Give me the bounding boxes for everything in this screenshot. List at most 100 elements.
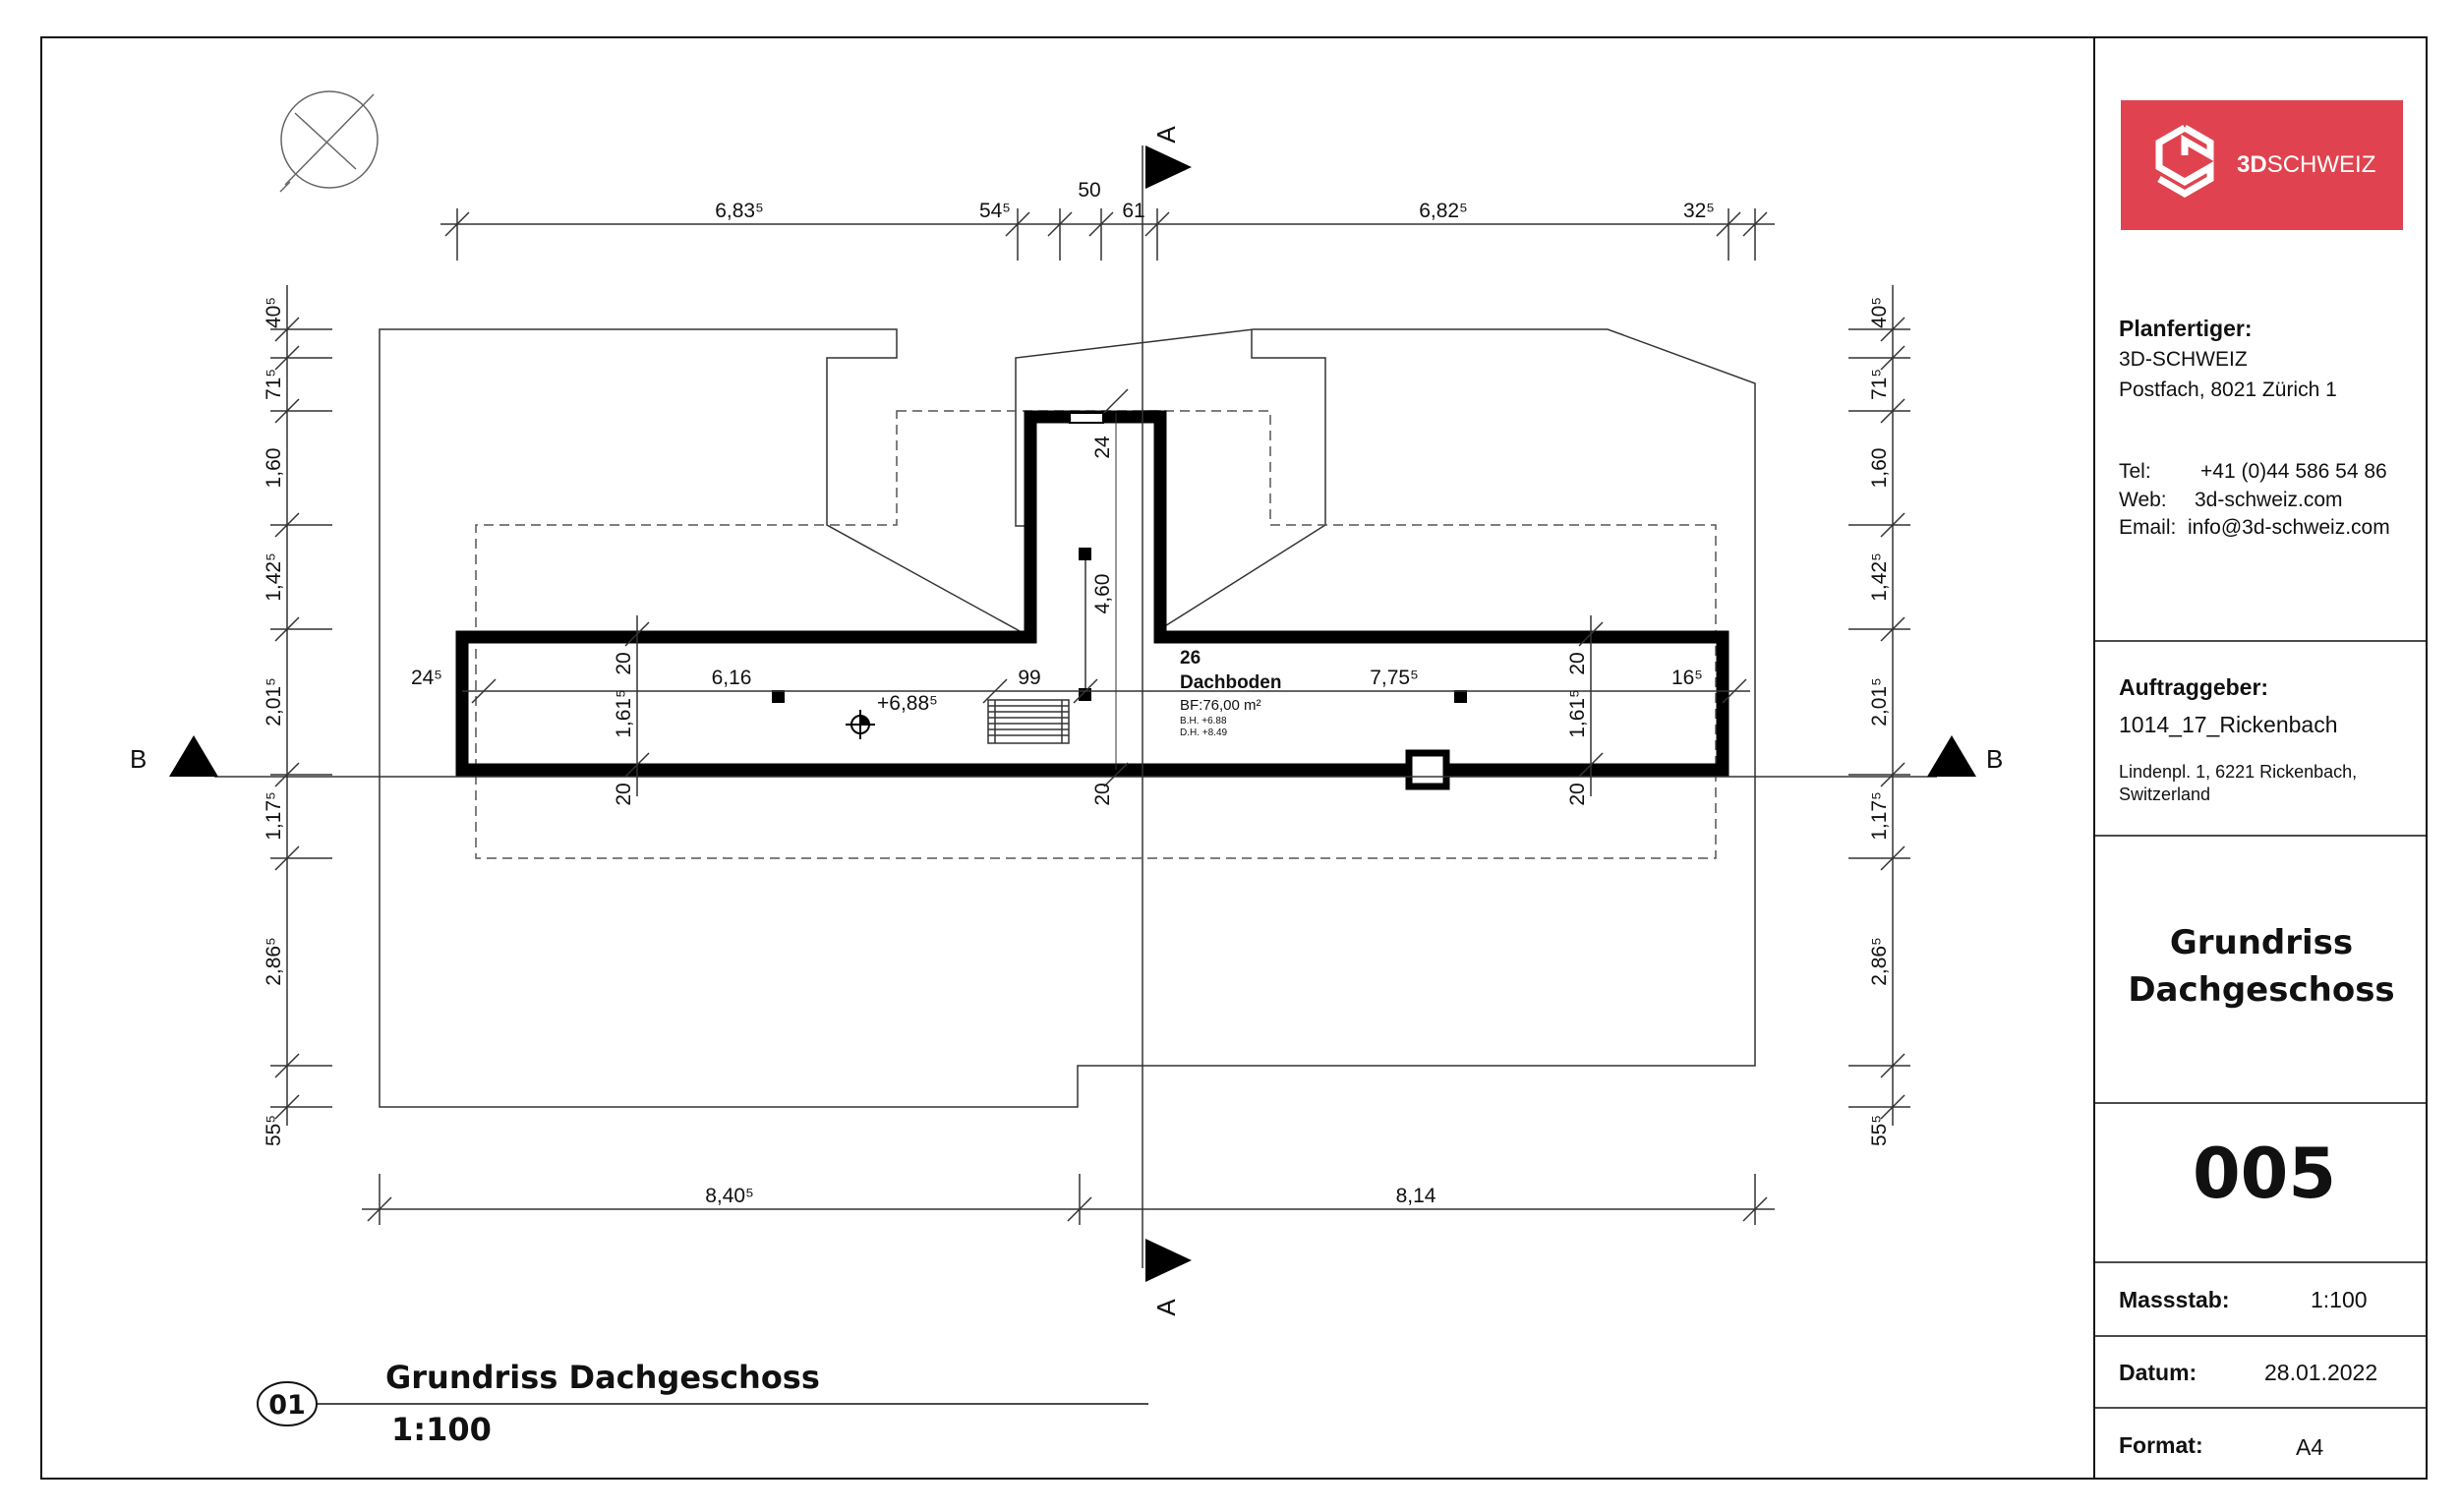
date-label: Datum: [2119, 1360, 2197, 1385]
dim-top-6: 32⁵ [1683, 200, 1715, 222]
dim-top-5: 6,82⁵ [1419, 200, 1468, 222]
dim-right-7: 2,86⁵ [1868, 937, 1891, 986]
sheet-border [40, 36, 2428, 1480]
dim-bottom-1: 8,40⁵ [705, 1185, 754, 1207]
north-arrow-icon [279, 90, 379, 193]
dim-room-left-length: 6,16 [712, 667, 752, 689]
dim-right-3: 1,60 [1868, 448, 1891, 489]
dim-left-7: 2,86⁵ [263, 937, 285, 986]
format-label: Format: [2119, 1432, 2203, 1458]
email-label: Email: [2119, 516, 2176, 539]
left-dimension-chain [270, 285, 332, 1126]
bottom-dimension-chain [362, 1174, 1775, 1225]
web-label: Web: [2119, 489, 2167, 511]
scale-value: 1:100 [2311, 1287, 2368, 1312]
logo-wordmark: 3DSCHWEIZ [2237, 151, 2375, 178]
room-number: 26 [1180, 648, 1201, 669]
section-b-label-left: B [130, 744, 146, 774]
email-value[interactable]: info@3d-schweiz.com [2188, 516, 2390, 539]
dim-left-1: 40⁵ [263, 297, 285, 328]
post-marker [772, 690, 785, 703]
tel-label: Tel: [2119, 460, 2151, 483]
room-area: BF:76,00 m² [1180, 697, 1261, 714]
post-marker [1079, 688, 1091, 701]
section-b-arrow-left-icon [169, 735, 218, 777]
logo-wordmark-bold: 3D [2237, 151, 2267, 178]
room-bh: B.H. +6.88 [1180, 716, 1227, 727]
drawing-title-line-2: Dachgeschoss [2128, 970, 2394, 1010]
dim-height-left: 1,61⁵ [613, 689, 635, 738]
title-block: 3DSCHWEIZ Planfertiger: 3D-SCHWEIZ Postf… [2094, 100, 2427, 1460]
room-dh: D.H. +8.49 [1180, 727, 1228, 738]
elevation-label: +6,88⁵ [877, 692, 938, 715]
right-dimension-chain [1848, 285, 1910, 1126]
sheet-number: 005 [2193, 1134, 2336, 1214]
dim-left-5: 2,01⁵ [263, 677, 285, 727]
dim-wall-20-b: 20 [613, 783, 635, 805]
dim-left-4: 1,42⁵ [263, 552, 285, 602]
dormer-outline [1143, 329, 1326, 631]
planer-address: Postfach, 8021 Zürich 1 [2119, 378, 2337, 401]
post-marker [1454, 690, 1467, 703]
dim-bottom-2: 8,14 [1396, 1185, 1436, 1207]
client-label: Auftraggeber: [2119, 674, 2268, 700]
dim-top-2: 54⁵ [979, 200, 1011, 222]
planer-name: 3D-SCHWEIZ [2119, 348, 2248, 371]
caption-title: Grundriss Dachgeschoss [385, 1359, 820, 1396]
dim-top-3: 50 [1078, 179, 1100, 202]
dim-wall-right: 16⁵ [1671, 667, 1703, 689]
logo-badge [2121, 100, 2403, 230]
dim-corridor-top: 24 [1091, 436, 1114, 459]
dim-left-8: 55⁵ [263, 1115, 285, 1146]
section-a-arrow-top-icon [1145, 145, 1192, 189]
elevation-marker-icon [846, 710, 875, 739]
dim-right-8: 55⁵ [1868, 1115, 1891, 1146]
section-b-label-right: B [1986, 744, 2003, 774]
section-a-label-bottom: A [1151, 1299, 1181, 1316]
client-address-2: Switzerland [2119, 785, 2210, 804]
dim-stair-width: 99 [1018, 667, 1040, 689]
dim-right-5: 2,01⁵ [1868, 677, 1891, 727]
dim-right-4: 1,42⁵ [1868, 552, 1891, 602]
section-b-arrow-right-icon [1927, 735, 1976, 777]
dim-left-6: 1,17⁵ [263, 791, 285, 841]
roof-outline [379, 328, 1756, 1108]
caption-number: 01 [268, 1390, 306, 1421]
section-a-label-top: A [1151, 126, 1181, 144]
planer-label: Planfertiger: [2119, 316, 2252, 341]
dim-corridor-length: 4,60 [1091, 574, 1114, 614]
client-name: 1014_17_Rickenbach [2119, 712, 2338, 737]
top-dimension-chain [440, 208, 1775, 261]
dim-right-1: 40⁵ [1868, 297, 1891, 328]
dim-wall-left: 24⁵ [411, 667, 442, 689]
caption-scale: 1:100 [391, 1411, 492, 1448]
room-name: Dachboden [1180, 672, 1281, 693]
window-top [1069, 412, 1104, 424]
dim-left-3: 1,60 [263, 448, 285, 489]
floor-plan: A A B B 6,83⁵ 54⁵ 50 61 6,82⁵ 32⁵ 8,40⁵ [130, 126, 2003, 1316]
dim-wall-20-d: 20 [1566, 652, 1589, 674]
format-value: A4 [2296, 1434, 2323, 1460]
logo-wordmark-regular: SCHWEIZ [2267, 151, 2376, 178]
dim-right-2: 71⁵ [1868, 369, 1891, 400]
drawing-caption: 01 Grundriss Dachgeschoss 1:100 [257, 1359, 1148, 1448]
dim-top-1: 6,83⁵ [715, 200, 764, 222]
dim-wall-20-e: 20 [1566, 783, 1589, 805]
dim-room-right-length: 7,75⁵ [1370, 667, 1419, 689]
dim-height-right: 1,61⁵ [1566, 689, 1589, 738]
tel-value: +41 (0)44 586 54 86 [2200, 460, 2387, 483]
web-value[interactable]: 3d-schweiz.com [2195, 489, 2343, 511]
date-value: 28.01.2022 [2264, 1360, 2377, 1385]
scale-label: Massstab: [2119, 1287, 2229, 1312]
chimney [1405, 749, 1450, 790]
dim-top-4: 61 [1122, 200, 1144, 222]
dim-left-2: 71⁵ [263, 369, 285, 400]
drawing-title-line-1: Grundriss [2170, 923, 2353, 962]
dim-wall-20-a: 20 [613, 652, 635, 674]
stair [987, 699, 1070, 744]
eave-dashed-outline [475, 410, 1717, 859]
post-marker [1079, 548, 1091, 560]
client-address-1: Lindenpl. 1, 6221 Rickenbach, [2119, 762, 2357, 782]
section-a-arrow-bottom-icon [1145, 1239, 1192, 1282]
